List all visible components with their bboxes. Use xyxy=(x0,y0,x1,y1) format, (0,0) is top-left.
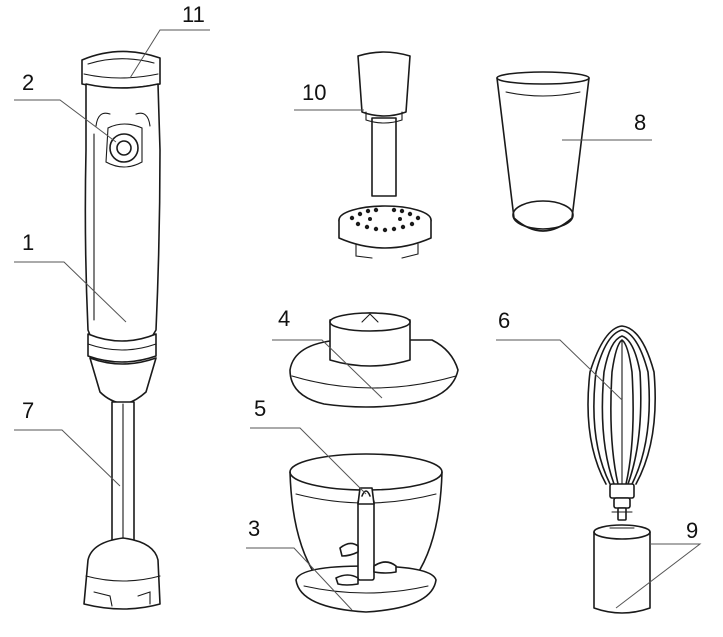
part-label-10: 10 xyxy=(302,80,326,105)
blending-shaft xyxy=(83,401,161,610)
motor-unit xyxy=(81,50,161,405)
leader-3 xyxy=(246,547,353,611)
part-label-3: 3 xyxy=(248,516,260,541)
leader-4 xyxy=(272,339,383,399)
chopper-blade xyxy=(335,487,397,586)
part-label-9: 9 xyxy=(686,518,698,543)
part-label-5: 5 xyxy=(254,396,266,421)
leader-1 xyxy=(14,261,127,323)
leader-11 xyxy=(129,29,210,79)
part-label-4: 4 xyxy=(278,306,290,331)
leader-9 xyxy=(615,543,702,609)
part-label-1: 1 xyxy=(22,230,34,255)
masher-holes xyxy=(349,207,421,233)
part-label-8: 8 xyxy=(634,110,646,135)
leader-2 xyxy=(14,99,117,143)
part-labels: 11 2 1 7 10 8 4 5 3 6 9 xyxy=(22,2,698,543)
masher-attachment xyxy=(338,51,432,259)
balloon-whisk xyxy=(587,325,656,521)
part-label-2: 2 xyxy=(22,70,34,95)
whisk-coupler xyxy=(593,524,651,614)
chopper-lid xyxy=(289,312,459,408)
part-label-6: 6 xyxy=(498,308,510,333)
measuring-beaker xyxy=(496,71,590,232)
part-label-11: 11 xyxy=(182,2,205,27)
leader-5 xyxy=(250,427,367,495)
leader-7 xyxy=(14,429,121,487)
leader-lines xyxy=(14,29,702,611)
part-label-7: 7 xyxy=(22,398,34,423)
leader-6 xyxy=(496,339,623,401)
